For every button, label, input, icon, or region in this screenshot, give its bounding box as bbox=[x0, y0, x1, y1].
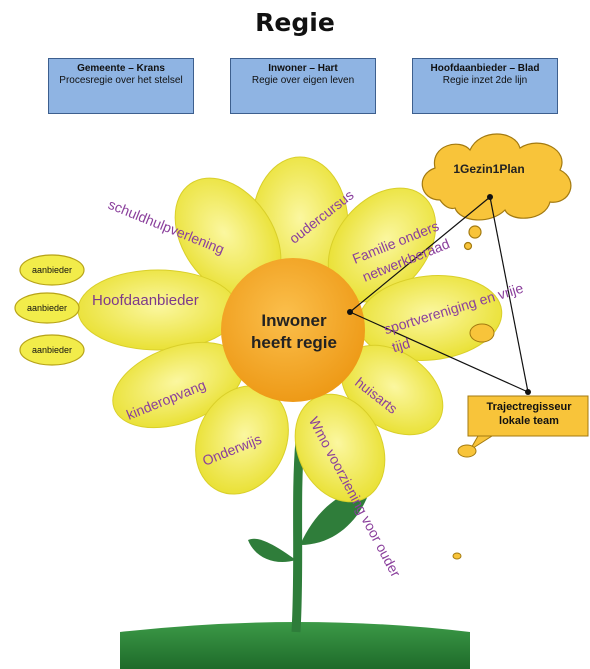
ground-shape bbox=[120, 622, 470, 669]
aanbieder-ellipse-3 bbox=[19, 334, 85, 366]
aanbieder-label-2: aanbieder bbox=[26, 303, 68, 313]
connector-center-traject bbox=[349, 311, 529, 393]
header-box-subtitle: Regie over eigen leven bbox=[251, 75, 355, 86]
trajectregisseur-line-2: lokale team bbox=[499, 415, 559, 427]
petal-hoofdaanbieder bbox=[77, 269, 239, 351]
header-box-subtitle: Regie inzet 2de lijn bbox=[442, 75, 528, 86]
header-box-heading: Inwoner – Hart bbox=[268, 63, 338, 74]
header-box-heading: Hoofdaanbieder – Blad bbox=[430, 63, 540, 74]
connector-cloud-traject bbox=[489, 196, 529, 393]
center-label: Inwoner heeft regie bbox=[224, 310, 364, 354]
trajectregisseur-label: Trajectregisseur lokale team bbox=[470, 400, 588, 428]
connector-center-cloud bbox=[349, 196, 491, 313]
aanbieder-ellipse-2 bbox=[14, 292, 80, 324]
aanbieder-label-1: aanbieder bbox=[31, 265, 73, 275]
cloud-label: 1Gezin1Plan bbox=[453, 162, 525, 176]
center-line-1: Inwoner bbox=[261, 311, 327, 330]
trajectregisseur-line-1: Trajectregisseur bbox=[486, 401, 572, 413]
aanbieder-label-3: aanbieder bbox=[31, 345, 73, 355]
small-dot-3 bbox=[452, 552, 462, 560]
connector-dot-traject bbox=[525, 389, 531, 395]
stem bbox=[291, 439, 305, 633]
page-title: Regie bbox=[255, 8, 335, 37]
header-box-subtitle: Procesregie over het stelsel bbox=[59, 75, 183, 86]
header-box-gemeente: Gemeente – Krans Procesregie over het st… bbox=[48, 58, 194, 114]
connector-dot-center bbox=[347, 309, 353, 315]
label-hoofdaanbieder: Hoofdaanbieder bbox=[92, 292, 199, 309]
aanbieder-ellipse-1 bbox=[19, 254, 85, 286]
small-dot-2 bbox=[457, 444, 477, 458]
connector-dot-cloud bbox=[487, 194, 493, 200]
header-box-heading: Gemeente – Krans bbox=[77, 63, 165, 74]
small-dot-1 bbox=[469, 323, 495, 343]
header-box-inwoner: Inwoner – Hart Regie over eigen leven bbox=[230, 58, 376, 114]
cloud-1gezin1plan bbox=[421, 133, 572, 251]
flower-center bbox=[221, 258, 365, 402]
leaf-left bbox=[248, 538, 296, 562]
leaf-right bbox=[300, 489, 370, 545]
center-line-2: heeft regie bbox=[251, 333, 337, 352]
header-box-hoofdaanbieder: Hoofdaanbieder – Blad Regie inzet 2de li… bbox=[412, 58, 558, 114]
trajectregisseur-callout bbox=[467, 395, 589, 451]
